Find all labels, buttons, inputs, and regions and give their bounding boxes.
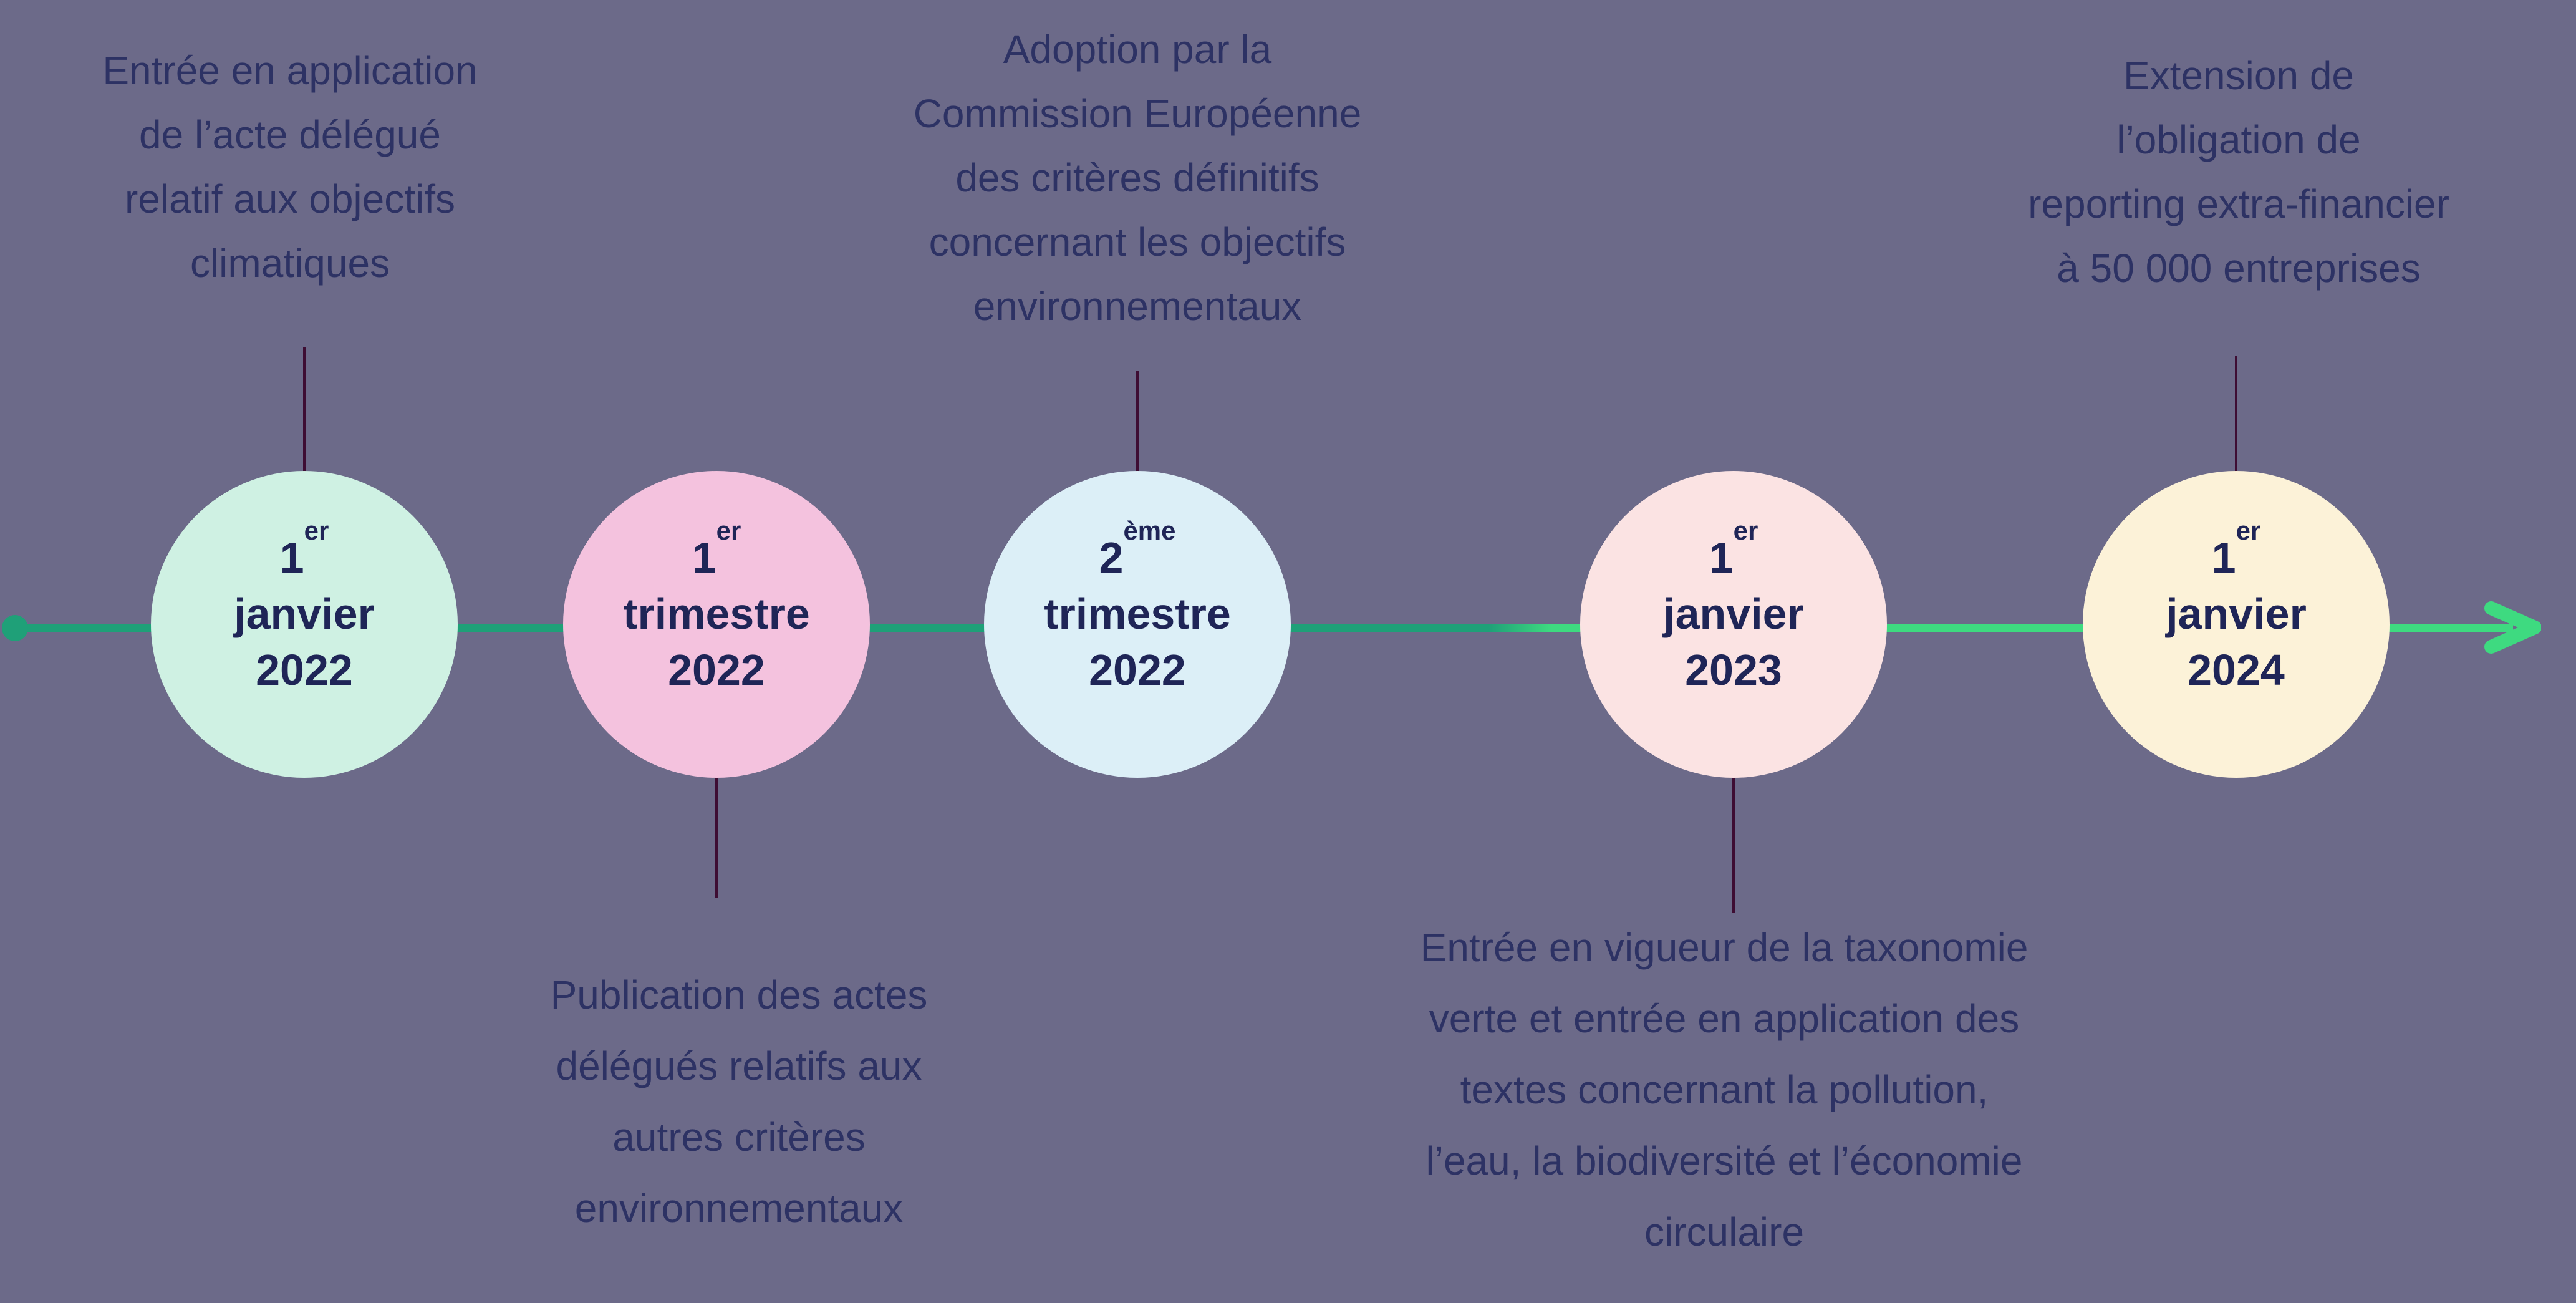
event-month: janvier [234,589,375,638]
event-circle-2eme-trimestre-2022: 2ème trimestre 2022 [984,471,1291,778]
annotation-line: à 50 000 entreprises [2057,246,2421,291]
annotation-acte-delegue-climatique: Entrée en application de l’acte délégué … [22,39,558,296]
timeline-start-dot [2,615,28,641]
date-ordinal-suffix: er [2236,516,2261,545]
event-circle-1er-janvier-2022: 1er janvier 2022 [151,471,458,778]
annotation-entree-vigueur-taxonomie: Entrée en vigueur de la taxonomie verte … [1319,912,2130,1267]
annotation-line: circulaire [1644,1209,1805,1254]
annotation-line: autres critères [612,1115,866,1160]
connector-line [1732,778,1735,913]
annotation-publication-actes-delegues: Publication des actes délégués relatifs … [440,959,1038,1244]
event-year: 2022 [1089,646,1186,694]
annotation-line: Commission Européenne [913,91,1362,136]
date-ordinal-suffix: er [1733,516,1758,545]
event-month: trimestre [623,589,810,638]
event-circle-1er-trimestre-2022: 1er trimestre 2022 [563,471,870,778]
connector-line [2235,356,2237,472]
event-date: 1er [279,516,329,582]
event-year: 2024 [2188,646,2285,694]
annotation-extension-reporting: Extension de l’obligation de reporting e… [1908,44,2569,301]
event-month: trimestre [1044,589,1231,638]
annotation-line: Extension de [2123,53,2355,98]
annotation-line: Publication des actes [550,972,928,1017]
date-ordinal-suffix: er [716,516,741,545]
annotation-line: des critères définitifs [955,155,1319,200]
event-year: 2022 [668,646,765,694]
annotation-adoption-commission-europeenne: Adoption par la Commission Européenne de… [838,17,1437,339]
event-date: 2ème [1099,516,1176,582]
event-circle-1er-janvier-2024: 1er janvier 2024 [2083,471,2390,778]
annotation-line: concernant les objectifs [929,220,1346,264]
annotation-line: Adoption par la [1003,27,1272,72]
annotation-line: l’eau, la biodiversité et l’économie [1425,1138,2023,1183]
arrow-right-icon [2484,601,2541,654]
annotation-line: climatiques [190,241,390,286]
date-ordinal-suffix: ème [1123,516,1176,545]
connector-line [715,778,718,898]
annotation-line: environnementaux [574,1186,904,1231]
event-month: janvier [2166,589,2307,638]
connector-line [1136,371,1139,472]
annotation-line: reporting extra-financier [2028,182,2449,226]
event-circle-1er-janvier-2023: 1er janvier 2023 [1580,471,1887,778]
event-date: 1er [1709,516,1758,582]
date-ordinal-suffix: er [304,516,329,545]
annotation-line: relatif aux objectifs [124,177,456,221]
event-year: 2023 [1685,646,1782,694]
connector-line [303,347,306,472]
event-date: 1er [2211,516,2261,582]
annotation-line: verte et entrée en application des [1429,996,2020,1041]
annotation-line: textes concernant la pollution, [1460,1067,1989,1112]
annotation-line: délégués relatifs aux [556,1044,922,1088]
event-year: 2022 [256,646,353,694]
event-date: 1er [692,516,741,582]
event-month: janvier [1663,589,1804,638]
annotation-line: environnementaux [973,284,1302,329]
annotation-line: Entrée en application [102,48,478,93]
annotation-line: l’obligation de [2116,117,2361,162]
annotation-line: Entrée en vigueur de la taxonomie [1420,925,2028,970]
annotation-line: de l’acte délégué [139,112,441,157]
